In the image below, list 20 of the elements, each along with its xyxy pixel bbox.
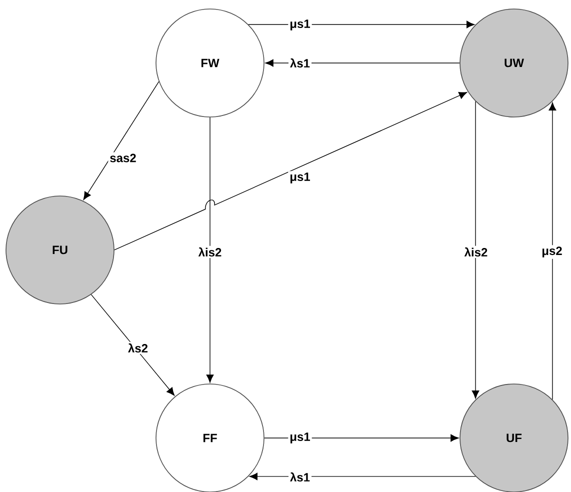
arrow xyxy=(472,101,480,399)
edge-label: μs2 xyxy=(540,245,564,259)
edge-label: λs1 xyxy=(288,56,312,70)
arrow xyxy=(264,434,459,442)
edge-label: μs1 xyxy=(288,431,312,445)
arrow xyxy=(206,117,214,383)
edge-label: μs1 xyxy=(288,18,312,32)
edge-label: λis2 xyxy=(196,246,224,258)
arrow xyxy=(249,472,476,480)
edge-label: μs1 xyxy=(288,171,312,185)
edge-label: sas2 xyxy=(108,152,138,164)
edge-label: λs1 xyxy=(288,470,312,484)
edge-label: λis2 xyxy=(462,246,490,258)
arrow xyxy=(83,81,160,200)
arrow xyxy=(114,92,468,250)
arrow xyxy=(248,20,475,28)
edge-label: λs2 xyxy=(126,342,150,354)
arrow xyxy=(90,294,175,396)
arrow xyxy=(548,102,556,400)
arrow xyxy=(265,59,460,67)
